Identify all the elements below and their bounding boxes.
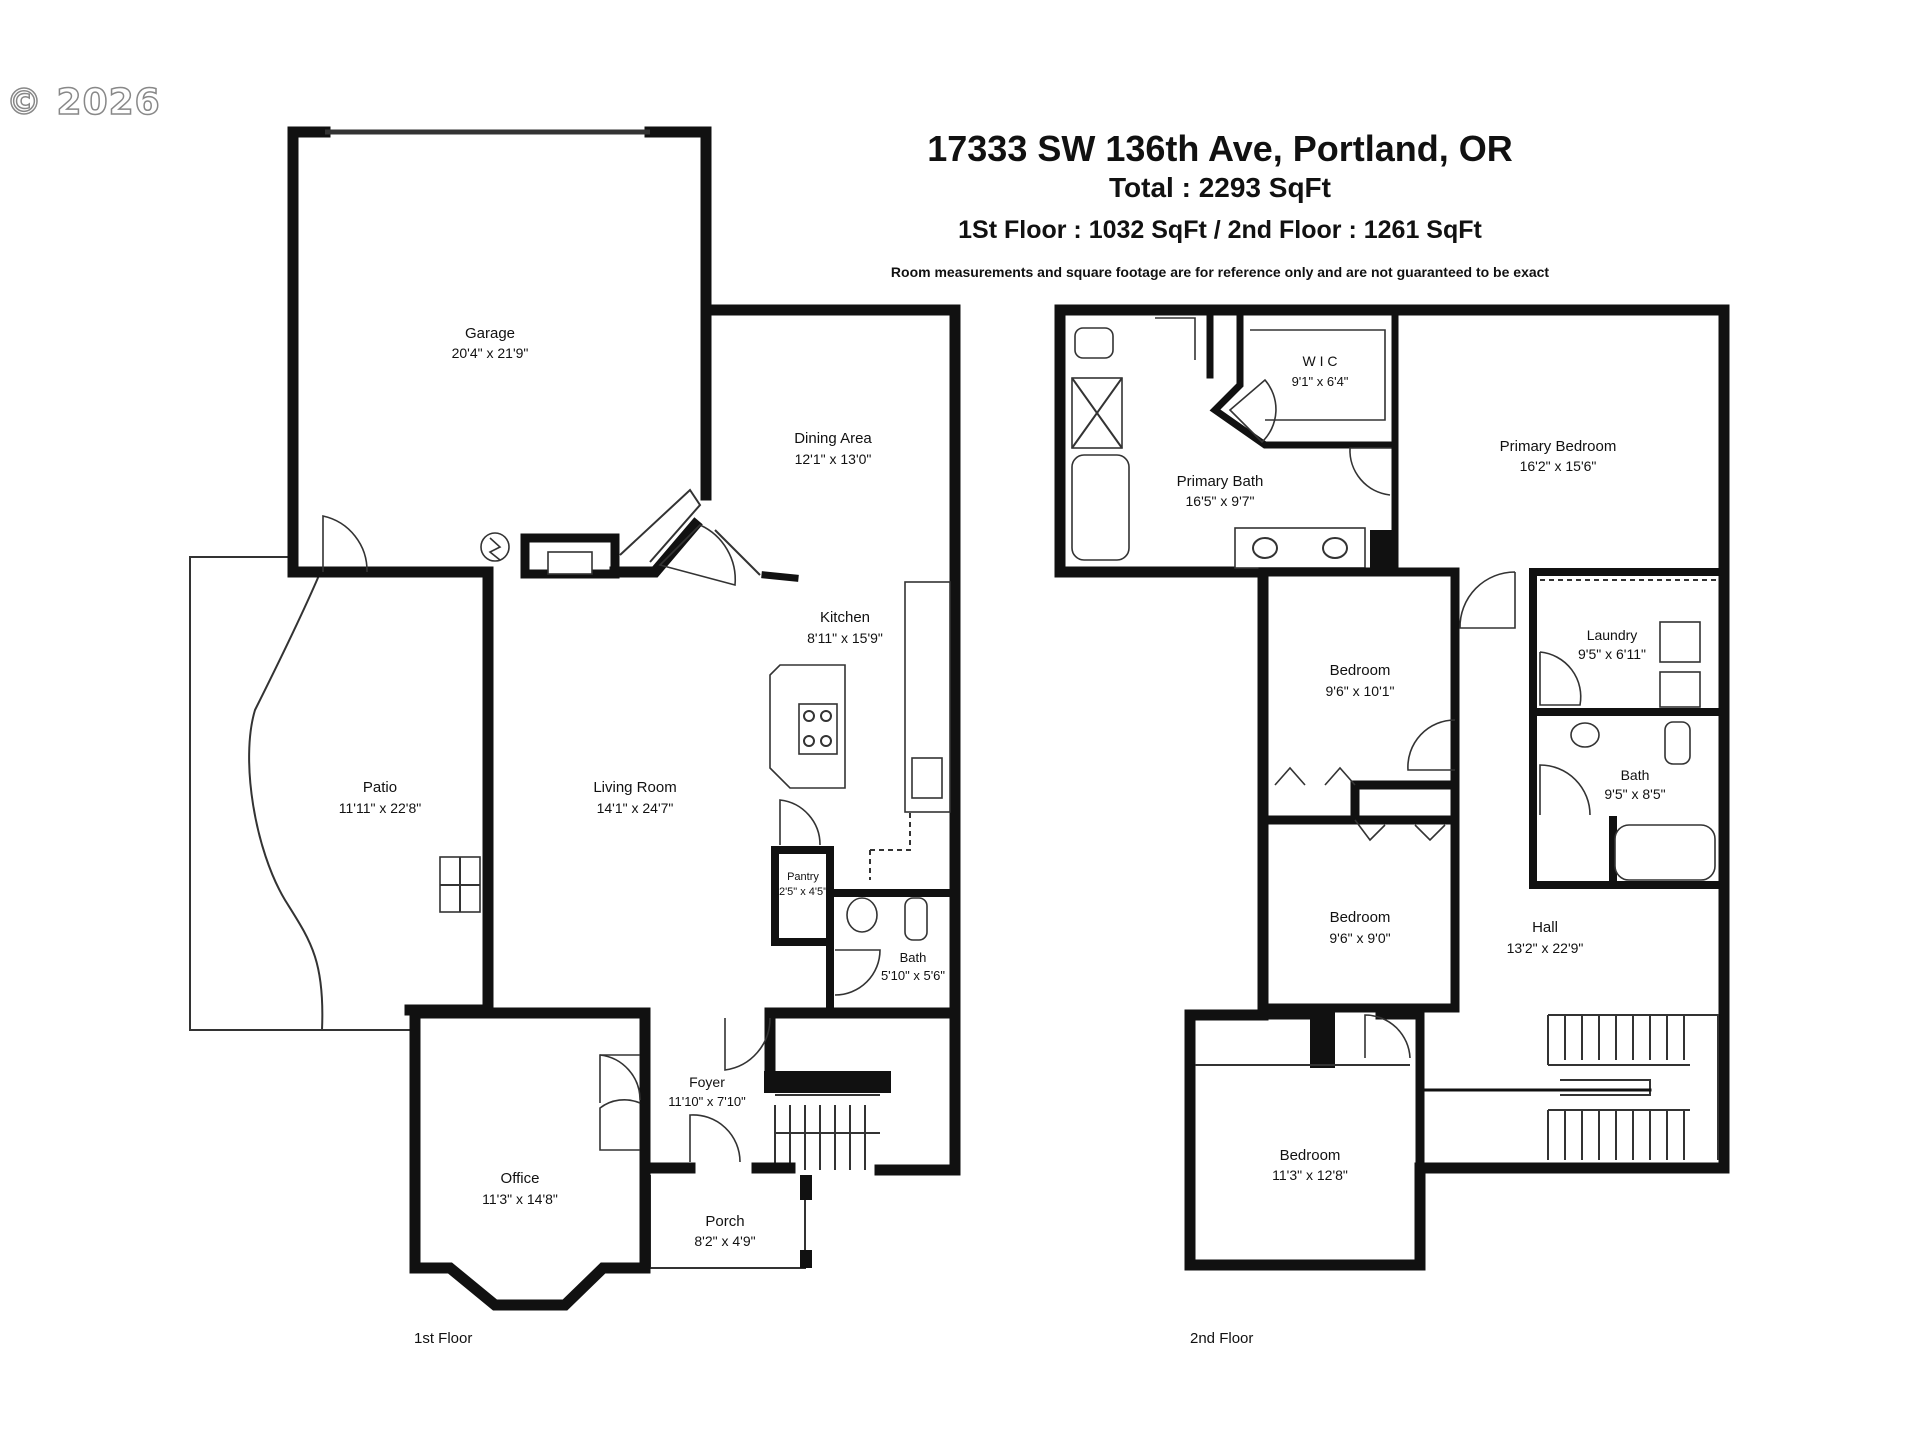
bedroom-a-dim: 9'6" x 10'1" bbox=[1326, 683, 1395, 699]
kitchen-label: Kitchen bbox=[820, 609, 870, 626]
wic-walls bbox=[1206, 306, 1399, 449]
garage-label: Garage bbox=[465, 325, 515, 342]
primary-bed-label: Primary Bedroom bbox=[1500, 438, 1617, 455]
stairs-2 bbox=[1547, 1014, 1719, 1160]
dining-dim: 12'1" x 13'0" bbox=[795, 451, 872, 467]
pantry-label: Pantry bbox=[787, 871, 819, 883]
bath2-toilet bbox=[1664, 721, 1691, 765]
first-floor bbox=[189, 126, 961, 1311]
foyer-dim: 11'10" x 7'10" bbox=[668, 1094, 746, 1109]
stairs-1 bbox=[774, 1094, 880, 1170]
patio-dim: 11'11" x 22'8" bbox=[339, 800, 422, 816]
cooktop bbox=[798, 703, 838, 755]
bedroom-c-label: Bedroom bbox=[1280, 1147, 1341, 1164]
laundry-label: Laundry bbox=[1587, 627, 1638, 643]
primary-bath-label: Primary Bath bbox=[1177, 473, 1264, 490]
bath1-label: Bath bbox=[900, 950, 927, 965]
garage-walls bbox=[287, 126, 712, 578]
kitchen-sink bbox=[911, 757, 943, 799]
wic-shelving bbox=[1250, 329, 1386, 421]
hall-dim: 13'2" x 22'9" bbox=[1507, 940, 1584, 956]
laundry-bath-walls bbox=[1529, 568, 1728, 889]
bedroom-b-walls bbox=[1258, 780, 1460, 1013]
bedroom-a-walls bbox=[1258, 567, 1460, 825]
bath2-tub bbox=[1614, 824, 1716, 881]
bedroom-a-label: Bedroom bbox=[1330, 662, 1391, 679]
office-label: Office bbox=[501, 1170, 540, 1187]
office-walls bbox=[409, 1007, 651, 1311]
bedroom-b-label: Bedroom bbox=[1330, 909, 1391, 926]
tub-2f bbox=[1071, 454, 1130, 561]
second-floor bbox=[1054, 304, 1730, 1271]
primary-bed-dim: 16'2" x 15'6" bbox=[1520, 458, 1597, 474]
foyer-label: Foyer bbox=[689, 1074, 725, 1090]
patio-label: Patio bbox=[363, 779, 397, 796]
pantry-dim: 2'5" x 4'5" bbox=[779, 886, 827, 898]
bedroom-c-dim: 11'3" x 12'8" bbox=[1272, 1167, 1348, 1183]
dryer bbox=[1659, 671, 1701, 708]
dining-walls bbox=[700, 304, 961, 1019]
washer bbox=[1659, 621, 1701, 663]
primary-bath-dim: 16'5" x 9'7" bbox=[1186, 493, 1255, 509]
bath2-label: Bath bbox=[1621, 767, 1650, 783]
laundry-dim: 9'5" x 6'11" bbox=[1578, 646, 1646, 662]
kitchen-dim: 8'11" x 15'9" bbox=[807, 630, 883, 646]
floor-areas: 1St Floor : 1032 SqFt / 2nd Floor : 1261… bbox=[958, 216, 1482, 244]
living-label: Living Room bbox=[593, 779, 676, 796]
bath2-dim: 9'5" x 8'5" bbox=[1604, 786, 1665, 802]
patio-outline bbox=[189, 556, 410, 1031]
bath-sink bbox=[846, 897, 878, 933]
vanity-2f bbox=[1234, 527, 1366, 569]
total-area: Total : 2293 SqFt bbox=[1109, 172, 1331, 203]
hall-label: Hall bbox=[1532, 919, 1558, 936]
living-dim: 14'1" x 24'7" bbox=[597, 800, 674, 816]
second-floor-label: 2nd Floor bbox=[1190, 1330, 1254, 1347]
copyright-watermark: © 2026 bbox=[5, 81, 161, 124]
patio-curve bbox=[248, 572, 324, 1031]
porch-label: Porch bbox=[705, 1213, 744, 1230]
bath1-dim: 5'10" x 5'6" bbox=[881, 968, 945, 983]
dining-label: Dining Area bbox=[794, 430, 872, 447]
wic-dim: 9'1" x 6'4" bbox=[1292, 374, 1349, 389]
wic-label: W I C bbox=[1303, 353, 1338, 369]
office-dim: 11'3" x 14'8" bbox=[482, 1191, 558, 1207]
bath-toilet bbox=[904, 897, 928, 941]
property-address: 17333 SW 136th Ave, Portland, OR bbox=[927, 128, 1513, 169]
first-floor-label: 1st Floor bbox=[414, 1330, 473, 1347]
room-labels: Garage 20'4" x 21'9" Dining Area 12'1" x… bbox=[339, 325, 1666, 1249]
bedroom-b-dim: 9'6" x 9'0" bbox=[1329, 930, 1390, 946]
disclaimer: Room measurements and square footage are… bbox=[890, 264, 1550, 280]
toilet-2f bbox=[1074, 327, 1114, 359]
porch-dim: 8'2" x 4'9" bbox=[694, 1233, 755, 1249]
bath-walls bbox=[826, 889, 959, 1014]
garage-dim: 20'4" x 21'9" bbox=[452, 345, 529, 361]
bath2-sink bbox=[1570, 722, 1600, 748]
